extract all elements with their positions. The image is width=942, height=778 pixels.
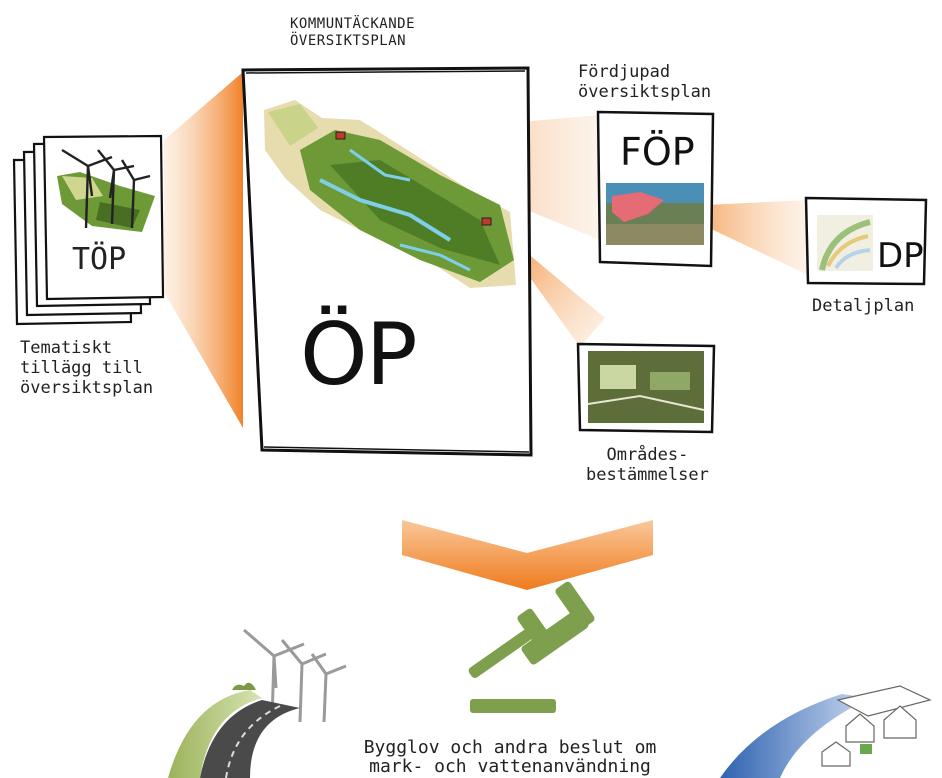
beam-top-to-op: [164, 72, 243, 428]
op-municipality-map: [264, 100, 516, 288]
top-map-image: [57, 148, 155, 232]
op-header-label: KOMMUNTÄCKANDE ÖVERSIKTSPLAN: [290, 16, 416, 49]
road-icon: [168, 682, 300, 778]
area-aerial-image: [587, 351, 705, 423]
dp-caption: Detaljplan: [812, 296, 915, 316]
fop-doc-label: FÖP: [620, 130, 695, 174]
area-caption: Områdes- bestämmelser: [586, 445, 709, 485]
outcome-text: Bygglov och andra beslut om mark- och va…: [363, 737, 657, 777]
op-big-label: ÖP: [300, 305, 418, 405]
fop-map-image: [606, 183, 704, 245]
arrow-down-chevron-icon: [402, 520, 653, 590]
house-sketch-icon: [720, 685, 932, 778]
gavel-icon: [468, 581, 595, 713]
dp-doc-label: DP: [877, 236, 924, 276]
top-doc-label: TÖP: [72, 242, 127, 277]
top-caption: Tematiskt tillägg till översiktsplan: [20, 338, 154, 398]
fop-caption: Fördjupad översiktsplan: [578, 62, 712, 102]
dp-plan-thumbnail: [817, 215, 873, 271]
